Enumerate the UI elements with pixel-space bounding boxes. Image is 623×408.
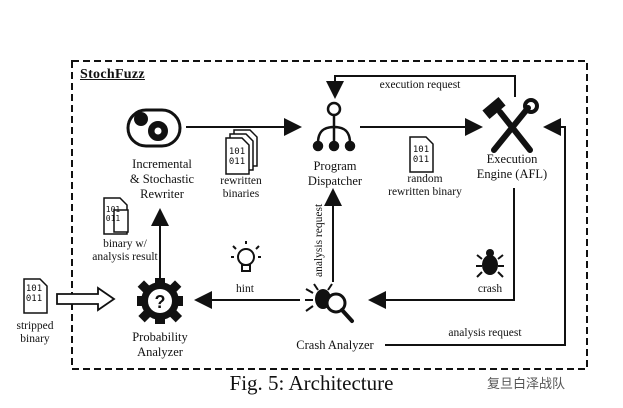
svg-text:?: ? (155, 292, 166, 312)
stripped-binary-label: stripped binary (16, 320, 54, 345)
bits-binary-analysis: 101 011 (105, 205, 121, 223)
stripped-binary-file-icon (23, 278, 48, 314)
analysis-request-h-label: analysis request (448, 327, 522, 339)
bug-icon (476, 249, 504, 278)
bits-stripped: 101 011 (25, 284, 43, 304)
dispatcher-label: Program Dispatcher (307, 159, 363, 188)
crash-analyzer-label: Crash Analyzer (296, 338, 374, 352)
binary-analysis-file-icon (103, 197, 129, 235)
diagram-title: StochFuzz (80, 67, 145, 82)
binary-analysis-label: binary w/ analysis result (92, 238, 158, 263)
crash-label: crash (477, 283, 503, 295)
random-binary-label: random rewritten binary (388, 173, 462, 198)
probability-analyzer-label: Probability Analyzer (132, 330, 188, 359)
rewritten-binaries-file-icon (225, 129, 258, 175)
figure-caption: Fig. 5: Architecture (229, 371, 394, 395)
dispatcher-tree-icon (312, 101, 356, 152)
watermark: 复旦白泽战队 (487, 377, 566, 392)
edge-execution-request (326, 75, 516, 99)
lightbulb-icon (231, 241, 261, 272)
random-binary-file-icon (409, 136, 434, 173)
engine-tools-icon (482, 97, 539, 153)
bits-rewritten: 101 011 (228, 147, 246, 167)
analysis-request-v-label: analysis request (313, 203, 325, 277)
hint-label: hint (236, 283, 254, 295)
stripped-binary-arrow (56, 286, 116, 312)
crash-analyzer-icon (305, 283, 354, 323)
rewritten-binaries-label: rewritten binaries (220, 175, 262, 200)
probability-gear-icon: ? (137, 278, 183, 324)
execution-request-label: execution request (379, 79, 461, 91)
rewriter-gear-icon (126, 108, 182, 148)
edges (151, 75, 566, 346)
rewriter-label: Incremental & Stochastic Rewriter (129, 157, 195, 201)
engine-label: Execution Engine (AFL) (476, 152, 548, 181)
edge-crash-from-engine (368, 188, 515, 309)
stochfuzz-boundary (71, 60, 588, 370)
edge-analysis-request (385, 118, 566, 346)
bits-random: 101 011 (412, 145, 430, 165)
